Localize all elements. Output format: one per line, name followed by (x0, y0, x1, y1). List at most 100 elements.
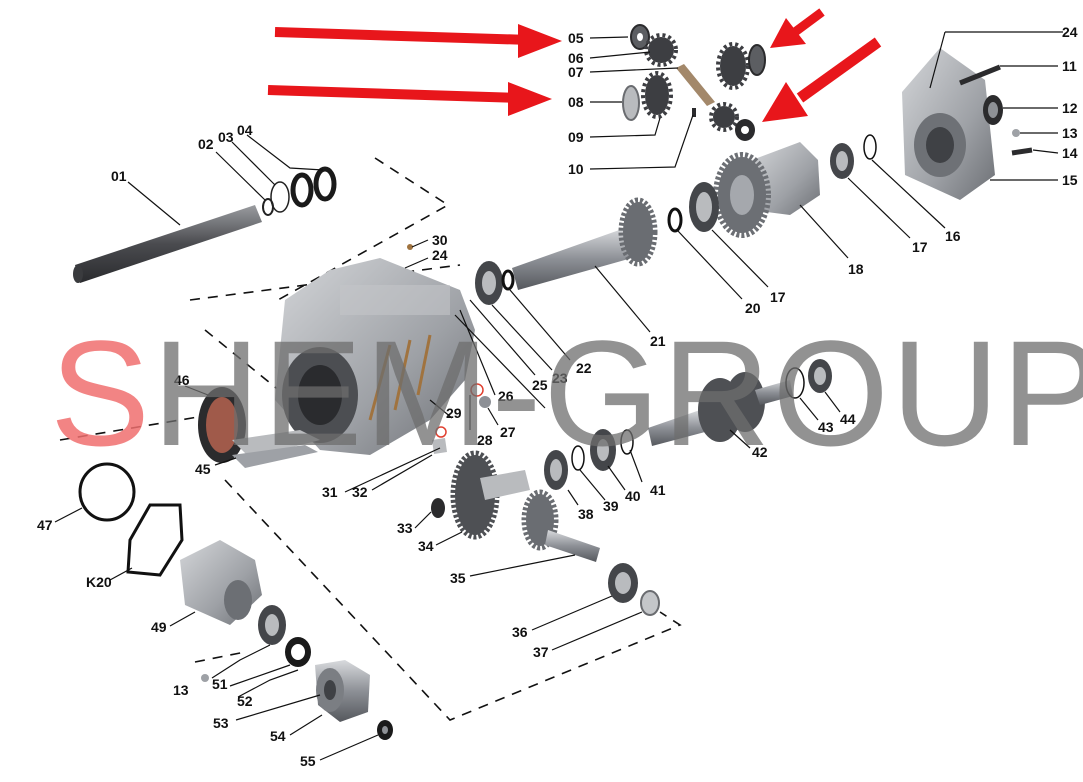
label-24-top: 24 (1062, 24, 1078, 40)
arrow-to-05 (274, 24, 562, 58)
label-41: 41 (650, 482, 666, 498)
label-54: 54 (270, 728, 286, 744)
part-24-rear-cover (902, 48, 995, 200)
leader-lines (54, 31, 1063, 761)
label-13-top: 13 (1062, 125, 1078, 141)
part-37-race (640, 590, 660, 616)
label-52: 52 (237, 693, 253, 709)
part-30-plug (407, 244, 413, 250)
label-22: 22 (576, 360, 592, 376)
part-29-oring (435, 426, 447, 438)
label-26: 26 (498, 388, 514, 404)
part-43-ring (785, 367, 805, 399)
label-11: 11 (1062, 58, 1077, 74)
parts (73, 24, 1033, 740)
part-04-seal-b (313, 166, 337, 202)
label-46: 46 (174, 372, 190, 388)
main-housing (275, 258, 475, 455)
label-47: 47 (37, 517, 53, 533)
label-13-bottom: 13 (173, 682, 189, 698)
part-40-bearing (590, 429, 616, 471)
part-k20-gasket (126, 503, 184, 577)
watermark-first-letter: S (50, 309, 153, 477)
part-35-shaft-gear (521, 489, 600, 562)
label-37: 37 (533, 644, 549, 660)
part-16-oring (863, 134, 877, 160)
part-42-gear-shaft (648, 372, 793, 446)
part-36-bearing (608, 563, 638, 603)
arrow-to-washer-top (770, 8, 825, 48)
part-03-oring (270, 181, 290, 213)
part-33-bushing (431, 498, 445, 518)
label-40: 40 (625, 488, 641, 504)
part-54-flange (315, 660, 370, 722)
part-washer-right (748, 44, 766, 76)
part-20-ring (667, 207, 683, 233)
label-09: 09 (568, 129, 584, 145)
part-12-seal (983, 95, 1003, 125)
label-29: 29 (446, 405, 462, 421)
red-pointer-arrows (267, 8, 882, 122)
part-pinion-lower (709, 102, 739, 132)
label-34: 34 (418, 538, 434, 554)
part-44-bearing (808, 359, 832, 393)
label-49: 49 (151, 619, 167, 635)
part-11-bolt (959, 64, 1001, 86)
label-15: 15 (1062, 172, 1078, 188)
label-08: 08 (568, 94, 584, 110)
label-33: 33 (397, 520, 413, 536)
part-22-bearing (475, 261, 503, 305)
part-06-pinion-gear (644, 33, 678, 67)
label-20: 20 (745, 300, 761, 316)
part-38-bearing (544, 450, 568, 490)
label-53: 53 (213, 715, 229, 731)
label-28: 28 (477, 432, 493, 448)
label-31: 31 (322, 484, 338, 500)
part-10-key (692, 108, 696, 117)
watermark-rest: HEM-GROUP (152, 309, 1083, 477)
label-39: 39 (603, 498, 619, 514)
part-13-plug-bottom (201, 674, 209, 682)
label-07: 07 (568, 64, 584, 80)
label-02: 02 (198, 136, 214, 152)
part-14-bolt (1011, 147, 1033, 156)
part-17-bearing-right (830, 143, 854, 179)
label-45: 45 (195, 461, 211, 477)
label-05: 05 (568, 30, 584, 46)
label-44: 44 (840, 411, 856, 427)
part-01-shaft (73, 205, 262, 283)
part-07-pin (676, 64, 715, 106)
part-41-ring (620, 429, 634, 455)
label-27: 27 (500, 424, 516, 440)
watermark: SHEM-GROUP (50, 318, 1083, 468)
label-24-main: 24 (432, 247, 448, 263)
label-10: 10 (568, 161, 584, 177)
part-side-gear-right (716, 42, 750, 90)
label-18: 18 (848, 261, 864, 277)
part-09-side-gear (641, 71, 673, 119)
part-04-seal-a (290, 172, 314, 208)
arrow-to-08 (267, 82, 552, 116)
label-51: 51 (212, 676, 228, 692)
part-05-washer-hole (637, 33, 643, 41)
part-55-nut (377, 720, 393, 740)
label-55: 55 (300, 753, 316, 769)
label-32: 32 (352, 484, 368, 500)
part-17-bearing-left (689, 182, 719, 232)
label-43: 43 (818, 419, 834, 435)
label-25: 25 (532, 377, 548, 393)
label-01: 01 (111, 168, 127, 184)
label-16: 16 (945, 228, 961, 244)
part-51-bearing (258, 605, 286, 645)
part-21-shaft-gear (512, 197, 658, 290)
part-23-ring (501, 269, 515, 291)
label-30: 30 (432, 232, 448, 248)
label-14: 14 (1062, 145, 1078, 161)
label-21: 21 (650, 333, 666, 349)
label-35: 35 (450, 570, 466, 586)
label-04: 04 (237, 122, 253, 138)
part-08-washer (622, 85, 640, 121)
label-17-top: 17 (912, 239, 928, 255)
